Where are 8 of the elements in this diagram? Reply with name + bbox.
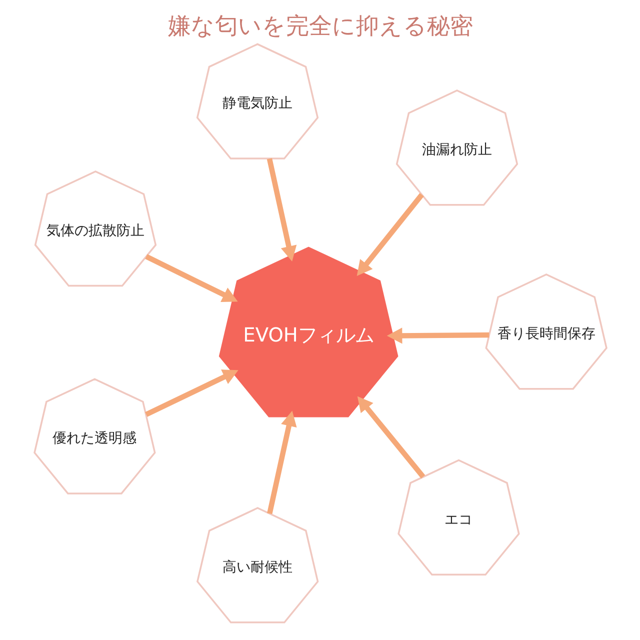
arrow — [144, 254, 238, 302]
arrow — [386, 328, 489, 344]
arrow — [266, 410, 296, 514]
arrow — [356, 396, 425, 478]
arrow — [266, 158, 296, 262]
diagram-title: 嫌な匂いを完全に抑える秘密 — [168, 13, 472, 40]
arrow — [356, 193, 424, 276]
arrow — [144, 370, 238, 417]
